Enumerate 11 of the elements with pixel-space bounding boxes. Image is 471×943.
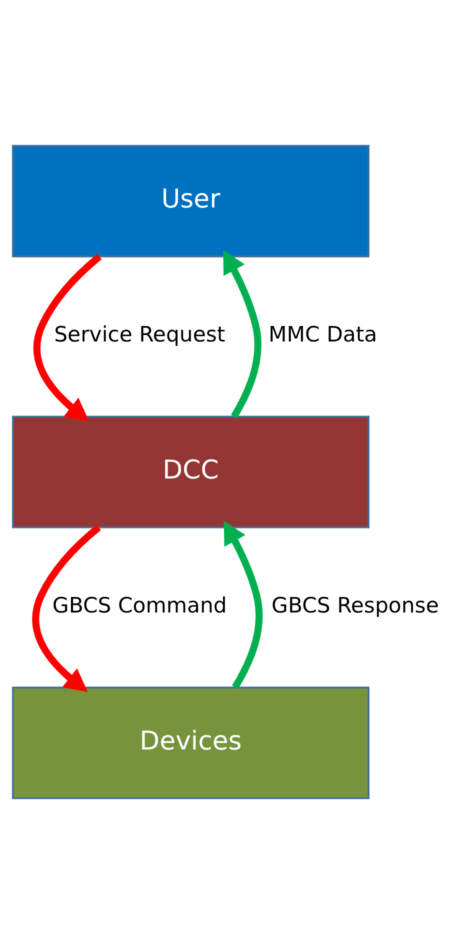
node-box: User <box>12 144 370 257</box>
arrow <box>32 524 101 692</box>
arrow <box>33 253 102 421</box>
arrow <box>224 520 263 689</box>
node-box: Devices <box>12 686 370 799</box>
edge-label: GBCS Command <box>52 592 227 618</box>
edge-label: GBCS Response <box>272 592 439 618</box>
edge-label: Service Request <box>54 321 226 346</box>
edge-label: MMC Data <box>268 321 378 346</box>
node-box: DCC <box>12 415 370 528</box>
arrow <box>223 249 262 418</box>
